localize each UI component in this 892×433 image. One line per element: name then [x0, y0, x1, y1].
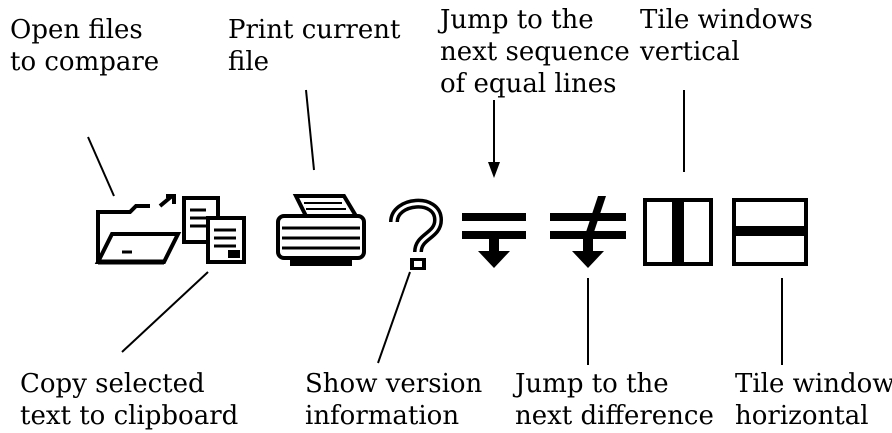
leader-jump-equal	[488, 100, 500, 178]
leader-open-files	[87, 136, 115, 197]
leader-copy	[121, 271, 209, 353]
label-tile-vertical: Tile windows vertical	[640, 5, 813, 67]
leader-print	[305, 89, 315, 171]
label-jump-equal: Jump to the next sequence of equal lines	[440, 5, 630, 99]
label-tile-horizontal: Tile windows horizontal	[735, 369, 892, 431]
question-mark-icon[interactable]	[389, 198, 444, 270]
tile-horizontal-icon[interactable]	[732, 198, 808, 266]
label-open-files: Open files to compare	[10, 15, 160, 77]
open-folder-icon[interactable]	[94, 194, 182, 265]
label-jump-diff: Jump to the next difference	[515, 369, 714, 431]
jump-equal-icon[interactable]	[462, 213, 526, 268]
tile-vertical-icon[interactable]	[643, 198, 713, 266]
leader-lines	[87, 89, 783, 365]
copy-icon[interactable]	[182, 196, 246, 264]
leader-version	[377, 271, 411, 364]
printer-icon[interactable]	[276, 194, 366, 266]
label-version: Show version information	[305, 369, 483, 431]
label-copy: Copy selected text to clipboard	[20, 369, 239, 431]
jump-difference-icon[interactable]	[550, 196, 626, 268]
label-print: Print current file	[228, 15, 401, 77]
